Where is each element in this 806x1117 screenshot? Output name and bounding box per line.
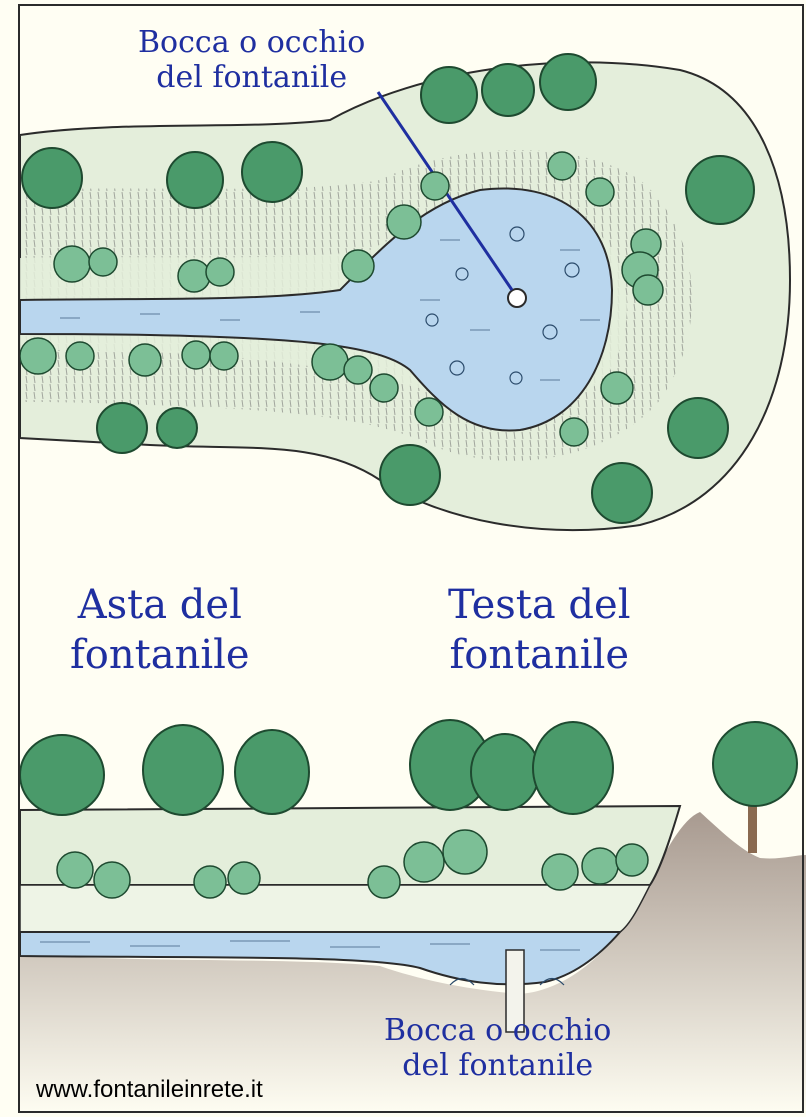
- plan-tree: [592, 463, 652, 523]
- plan-tree: [668, 398, 728, 458]
- website-url: www.fontanileinrete.it: [36, 1076, 263, 1104]
- head-label: Testa del fontanile: [448, 580, 630, 680]
- section-tree: [143, 725, 223, 815]
- section-tree: [533, 722, 613, 814]
- shaft-label-line1: Asta del: [70, 580, 250, 630]
- spring-mouth-label-top-line2: del fontanile: [138, 61, 365, 96]
- plan-tree-small: [182, 341, 210, 369]
- spring-mouth-label-bottom-line2: del fontanile: [384, 1049, 611, 1084]
- shaft-label-line2: fontanile: [70, 630, 250, 680]
- plan-tree: [242, 142, 302, 202]
- plan-tree-small: [548, 152, 576, 180]
- section-shrub: [194, 866, 226, 898]
- section-tree: [471, 734, 539, 810]
- plan-tree-small: [344, 356, 372, 384]
- plan-tree: [686, 156, 754, 224]
- plan-tree-small: [54, 246, 90, 282]
- section-shrub: [228, 862, 260, 894]
- plan-tree: [540, 54, 596, 110]
- plan-tree-small: [415, 398, 443, 426]
- plan-tree: [167, 152, 223, 208]
- section-shrub: [404, 842, 444, 882]
- plan-tree-small: [342, 250, 374, 282]
- plan-tree-small: [206, 258, 234, 286]
- plan-tree-small: [370, 374, 398, 402]
- plan-tree-small: [586, 178, 614, 206]
- section-tall-trees: [20, 720, 613, 815]
- section-shrub: [542, 854, 578, 890]
- plan-tree: [380, 445, 440, 505]
- plan-tree-small: [210, 342, 238, 370]
- plan-tree: [482, 64, 534, 116]
- shaft-label: Asta del fontanile: [70, 580, 250, 680]
- plan-tree-small: [601, 372, 633, 404]
- plan-tree-small: [560, 418, 588, 446]
- section-shrub: [616, 844, 648, 876]
- plan-view: [20, 54, 790, 530]
- spring-mouth-label-bottom: Bocca o occhio del fontanile: [384, 1014, 611, 1083]
- plan-tree: [157, 408, 197, 448]
- plan-tree-small: [20, 338, 56, 374]
- section-tree: [20, 735, 104, 815]
- plan-tree-small: [66, 342, 94, 370]
- plan-tree-small: [312, 344, 348, 380]
- plan-tree-small: [129, 344, 161, 376]
- section-shrub: [94, 862, 130, 898]
- plan-tree-small: [89, 248, 117, 276]
- section-shrub: [368, 866, 400, 898]
- section-shrub: [57, 852, 93, 888]
- plan-tree-small: [178, 260, 210, 292]
- head-label-line1: Testa del: [448, 580, 630, 630]
- plan-tree: [97, 403, 147, 453]
- plan-spring-mouth: [508, 289, 526, 307]
- spring-mouth-label-bottom-line1: Bocca o occhio: [384, 1014, 611, 1049]
- plan-tree-small: [387, 205, 421, 239]
- plan-tree-small: [421, 172, 449, 200]
- spring-mouth-label-top: Bocca o occhio del fontanile: [138, 26, 365, 95]
- plan-tree: [22, 148, 82, 208]
- plan-tree-small: [633, 275, 663, 305]
- plan-tree: [421, 67, 477, 123]
- section-hill-tree: [713, 722, 797, 806]
- section-tree: [235, 730, 309, 814]
- section-shrub: [582, 848, 618, 884]
- spring-mouth-label-top-line1: Bocca o occhio: [138, 26, 365, 61]
- head-label-line2: fontanile: [448, 630, 630, 680]
- section-shrub: [443, 830, 487, 874]
